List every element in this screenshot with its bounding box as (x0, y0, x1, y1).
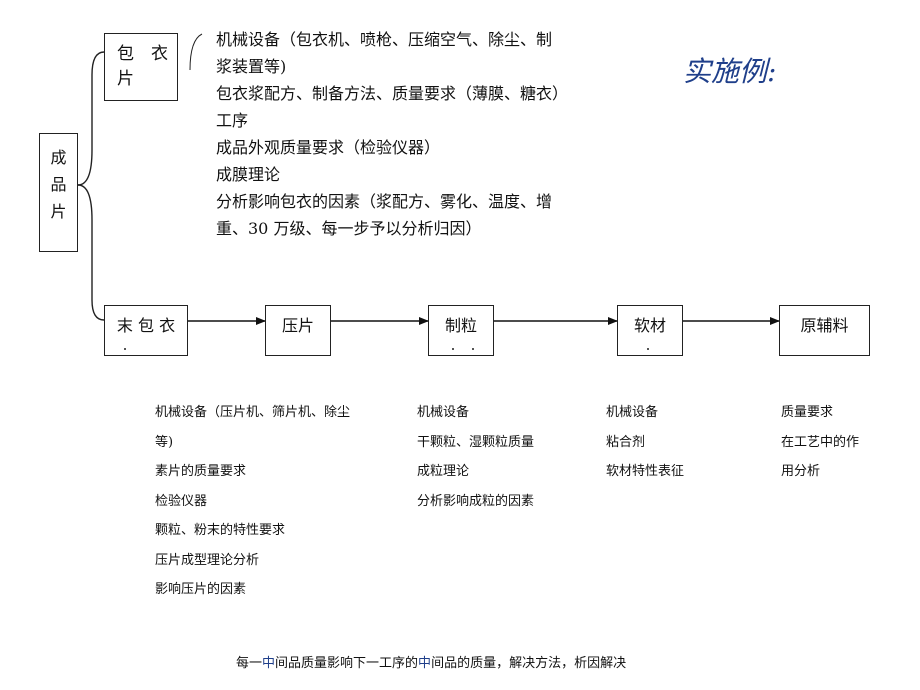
tablet-note: 影响压片的因素 (155, 582, 247, 597)
finished-char-3: 片 (50, 202, 67, 221)
tablet-note: 检验仪器 (155, 493, 208, 509)
footer-highlight: 中 (418, 656, 432, 671)
footer-part: 间品的质量，解决方法，析因解决 (431, 656, 627, 671)
granule-note: 机械设备 (417, 405, 470, 420)
footer-part: 每一 (236, 656, 263, 671)
tick-mark (452, 348, 454, 350)
finished-char-1: 成 (50, 148, 67, 167)
tablet-note: 压片成型理论分析 (155, 552, 260, 568)
coated-note: 成品外观质量要求（检验仪器） (216, 138, 441, 157)
soft-note: 软材特性表征 (606, 464, 685, 479)
notes-bracket (189, 33, 203, 71)
finished-char-2: 品 (50, 175, 67, 194)
granule-note: 成粒理论 (417, 464, 470, 479)
tablet-note: 机械设备（压片机、筛片机、除尘 (155, 405, 351, 420)
tablet-label: 压片 (281, 316, 314, 335)
footer-part: 间品质量影响下一工序的 (275, 656, 419, 671)
tick-mark (647, 348, 649, 350)
coated-note: 分析影响包衣的因素（浆配方、雾化、温度、增 (216, 192, 553, 211)
raw-material-notes: 质量要求 在工艺中的作 用分析 (781, 398, 859, 487)
tablet-note: 素片的质量要求 (155, 464, 247, 479)
footer-summary: 每一中间品质量影响下一工序的中间品的质量，解决方法，析因解决 (236, 652, 626, 671)
coated-note: 机械设备（包衣机、喷枪、压缩空气、除尘、制 (216, 30, 553, 49)
tick-mark (124, 348, 126, 350)
brace-connector-lower (77, 184, 105, 321)
soft-note: 机械设备 (606, 405, 659, 420)
finished-tablet-box: 成 品 片 (39, 133, 78, 252)
coated-line-1: 包 衣 (117, 44, 168, 64)
page-title: 实施例: (683, 55, 777, 88)
coated-note: 重、30 万级、每一步予以分析归因） (216, 219, 482, 238)
soft-material-label: 软材 (633, 316, 666, 335)
raw-note: 在工艺中的作 (781, 434, 860, 450)
raw-note: 质量要求 (781, 405, 834, 420)
coated-notes: 机械设备（包衣机、喷枪、压缩空气、除尘、制 浆装置等) 包衣浆配方、制备方法、质… (216, 26, 568, 242)
coated-note: 工序 (216, 111, 249, 130)
coated-line-2: 片 (117, 69, 134, 89)
raw-note: 用分析 (781, 464, 821, 479)
coated-note: 包衣浆配方、制备方法、质量要求（薄膜、糖衣） (216, 84, 569, 103)
soft-material-notes: 机械设备 粘合剂 软材特性表征 (606, 398, 684, 487)
raw-material-label: 原辅料 (800, 316, 849, 335)
soft-material-box: 软材 (617, 305, 683, 356)
granule-label: 制粒 (444, 316, 477, 335)
brace-connector (77, 51, 105, 186)
granule-notes: 机械设备 干颗粒、湿颗粒质量 成粒理论 分析影响成粒的因素 (417, 398, 534, 516)
granule-note: 分析影响成粒的因素 (417, 493, 535, 509)
coated-note: 成膜理论 (216, 165, 281, 184)
coated-tablet-box: 包 衣 片 (104, 33, 178, 101)
raw-material-box: 原辅料 (779, 305, 870, 356)
uncoated-box: 末 包 衣 (104, 305, 188, 356)
soft-note: 粘合剂 (606, 434, 646, 450)
granule-note: 干颗粒、湿颗粒质量 (417, 434, 535, 450)
tick-mark (472, 348, 474, 350)
tablet-note: 等) (155, 434, 174, 450)
tablet-notes: 机械设备（压片机、筛片机、除尘 等) 素片的质量要求 检验仪器 颗粒、粉末的特性… (155, 398, 350, 605)
tablet-note: 颗粒、粉末的特性要求 (155, 523, 286, 538)
footer-highlight: 中 (262, 656, 276, 671)
granule-box: 制粒 (428, 305, 494, 356)
coated-note: 浆装置等) (216, 57, 287, 76)
uncoated-label: 末 包 衣 (116, 316, 176, 335)
tablet-box: 压片 (265, 305, 331, 356)
